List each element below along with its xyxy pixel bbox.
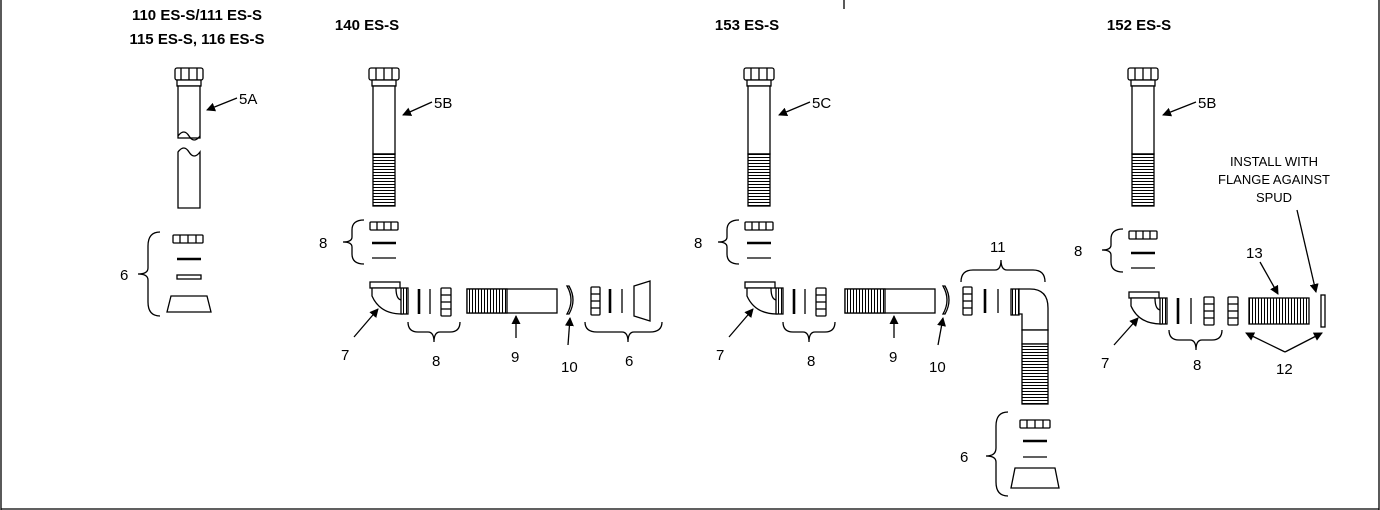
callout-7-a-arrow bbox=[353, 308, 379, 338]
callout-5b-a-arrow bbox=[402, 101, 433, 116]
elbow-7-c bbox=[1128, 291, 1168, 325]
slip-joint-13 bbox=[1227, 294, 1326, 328]
callout-12-arrow-left bbox=[1245, 332, 1286, 353]
callout-10-b-arrow bbox=[937, 317, 946, 346]
callout-10-b: 10 bbox=[929, 359, 946, 376]
nut-washers-set-6-c bbox=[1010, 419, 1060, 489]
callout-10-a: 10 bbox=[561, 359, 578, 376]
brace-8-c bbox=[717, 219, 740, 265]
callout-8-e: 8 bbox=[1074, 243, 1082, 260]
model-140-group: 140 ES-S 5B 8 7 bbox=[319, 17, 663, 376]
callout-13: 13 bbox=[1246, 245, 1263, 262]
callout-6-a: 6 bbox=[120, 267, 128, 284]
model-152-group: 152 ES-S 5B INSTALL WITH FLANGE AGAINST … bbox=[1074, 17, 1330, 378]
callout-5b-b-arrow bbox=[1162, 101, 1197, 117]
install-note: INSTALL WITH FLANGE AGAINST SPUD bbox=[1218, 154, 1330, 205]
callout-9-b: 9 bbox=[889, 349, 897, 366]
model-110-title-line2: 115 ES-S, 116 ES-S bbox=[129, 31, 264, 48]
tailpiece-5c bbox=[743, 67, 775, 207]
model-110-title-line1: 110 ES-S/111 ES-S bbox=[132, 7, 262, 24]
brace-6-c bbox=[985, 411, 1009, 497]
brace-8-e bbox=[1101, 228, 1124, 273]
callout-7-b: 7 bbox=[716, 347, 724, 364]
callout-5c: 5C bbox=[812, 95, 831, 112]
trap-arm-9-b bbox=[844, 288, 936, 314]
install-note-line2: FLANGE AGAINST bbox=[1218, 172, 1330, 187]
callout-5a-arrow bbox=[206, 97, 238, 112]
flange-washer-10-a bbox=[565, 285, 574, 315]
install-note-line1: INSTALL WITH bbox=[1230, 154, 1318, 169]
tailpiece-5b-a bbox=[368, 67, 400, 207]
trap-arm-9-a bbox=[466, 288, 558, 314]
brace-6-a bbox=[137, 231, 161, 317]
callout-13-arrow bbox=[1259, 261, 1279, 295]
model-110-group: 110 ES-S/111 ES-S 115 ES-S, 116 ES-S 5A … bbox=[120, 7, 265, 317]
nut-washers-set-6-b bbox=[590, 280, 651, 322]
callout-7-c-arrow bbox=[1113, 317, 1139, 346]
nut-washers-set-8-b bbox=[417, 287, 452, 317]
model-140-title: 140 ES-S bbox=[335, 17, 399, 34]
callout-7-c: 7 bbox=[1101, 355, 1109, 372]
install-note-line3: SPUD bbox=[1256, 190, 1292, 205]
callout-5a: 5A bbox=[239, 91, 257, 108]
callout-11: 11 bbox=[990, 239, 1006, 256]
brace-8-b bbox=[407, 321, 461, 343]
nut-washers-set-8-d bbox=[792, 287, 827, 317]
callout-5b-a: 5B bbox=[434, 95, 452, 112]
nut-washers-set-8-e bbox=[1128, 230, 1158, 269]
callout-6-b: 6 bbox=[625, 353, 633, 370]
brace-6-b bbox=[584, 321, 663, 343]
flange-washer-10-b bbox=[941, 285, 950, 315]
nut-washers-set-8-a bbox=[369, 221, 399, 259]
callout-7-a: 7 bbox=[341, 347, 349, 364]
nut-washers-set-6-a bbox=[166, 234, 212, 313]
callout-8-b: 8 bbox=[432, 353, 440, 370]
callout-6-c: 6 bbox=[960, 449, 968, 466]
tailpiece-5b-b bbox=[1127, 67, 1159, 207]
callout-8-f: 8 bbox=[1193, 357, 1201, 374]
callout-8-a: 8 bbox=[319, 235, 327, 252]
callout-5b-b: 5B bbox=[1198, 95, 1216, 112]
callout-8-c: 8 bbox=[694, 235, 702, 252]
nut-washers-set-8-f bbox=[1176, 296, 1215, 326]
model-153-group: 153 ES-S 5C 8 7 bbox=[694, 17, 1060, 497]
brace-8-d bbox=[782, 321, 836, 343]
model-153-title: 153 ES-S bbox=[715, 17, 779, 34]
callout-5c-arrow bbox=[778, 101, 811, 117]
callout-8-d: 8 bbox=[807, 353, 815, 370]
model-152-title: 152 ES-S bbox=[1107, 17, 1171, 34]
callout-7-b-arrow bbox=[728, 308, 754, 338]
callout-10-a-arrow bbox=[564, 317, 574, 346]
elbow-7-a bbox=[369, 281, 409, 315]
tailpiece-5a bbox=[174, 67, 204, 209]
elbow-7-b bbox=[744, 281, 784, 315]
brace-11 bbox=[960, 259, 1046, 283]
waste-bend-11 bbox=[962, 286, 1049, 405]
brace-8-f bbox=[1168, 329, 1223, 351]
brace-8-a bbox=[342, 219, 365, 265]
callout-9-a: 9 bbox=[511, 349, 519, 366]
callout-12-arrow-right bbox=[1284, 332, 1323, 353]
install-note-arrow bbox=[1296, 209, 1319, 293]
nut-washers-set-8-c bbox=[744, 221, 774, 259]
callout-12: 12 bbox=[1276, 361, 1293, 378]
